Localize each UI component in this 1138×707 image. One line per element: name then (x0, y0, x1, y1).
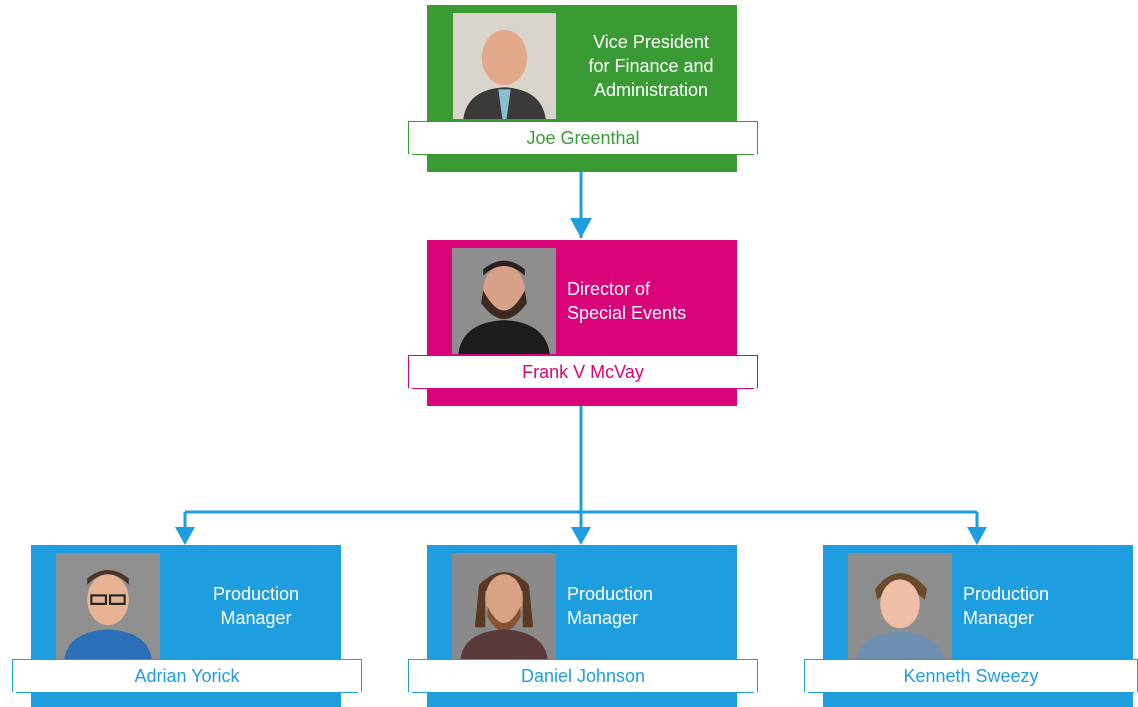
node-pm3-name-text: Kenneth Sweezy (903, 666, 1039, 686)
person-photo-icon (452, 248, 556, 354)
person-photo-icon (452, 553, 556, 659)
node-pm3-title-line: Manager (963, 608, 1035, 628)
node-vp-title-line: Administration (593, 80, 709, 100)
node-pm2-name-text: Daniel Johnson (520, 666, 646, 686)
arrowhead-pm2 (571, 527, 591, 545)
node-vp-name-text: Joe Greenthal (526, 128, 640, 148)
node-pm1-title: Production Manager (181, 553, 331, 659)
node-director-title-line: Director of (567, 279, 651, 299)
arrowhead-director (570, 218, 592, 238)
node-pm2-name: Daniel Johnson (408, 659, 758, 698)
node-pm3[interactable]: Production Manager Kenneth Sweezy (804, 545, 1138, 707)
node-pm1[interactable]: Production Manager Adrian Yorick (12, 545, 362, 707)
node-vp[interactable]: Vice President for Finance and Administr… (408, 5, 758, 172)
node-pm3-title: Production Manager (963, 553, 1113, 659)
person-photo-icon (848, 553, 952, 659)
node-director-title-line: Special Events (567, 303, 687, 323)
node-pm2-title-line: Manager (567, 608, 639, 628)
node-pm1-title-line: Manager (220, 608, 292, 628)
person-photo-icon (453, 13, 556, 119)
node-pm2-title-line: Production (567, 584, 654, 604)
node-pm1-name: Adrian Yorick (12, 659, 362, 698)
node-pm1-name-text: Adrian Yorick (134, 666, 240, 686)
node-pm2-title: Production Manager (567, 553, 717, 659)
node-vp-title-line: Vice President (593, 32, 709, 52)
arrowhead-pm3 (967, 527, 987, 545)
arrowhead-pm1 (175, 527, 195, 545)
node-vp-title-line: for Finance and (588, 56, 714, 76)
node-pm3-name: Kenneth Sweezy (804, 659, 1138, 698)
node-pm3-title-line: Production (963, 584, 1050, 604)
node-vp-title: Vice President for Finance and Administr… (567, 13, 735, 119)
node-pm1-title-line: Production (212, 584, 300, 604)
node-director-name-text: Frank V McVay (522, 362, 644, 382)
node-pm2[interactable]: Production Manager Daniel Johnson (408, 545, 758, 707)
node-director-title: Director of Special Events (567, 248, 717, 354)
node-director[interactable]: Director of Special Events Frank V McVay (408, 240, 758, 406)
person-photo-icon (56, 553, 160, 659)
node-vp-name: Joe Greenthal (408, 121, 758, 160)
node-director-name: Frank V McVay (408, 355, 758, 394)
